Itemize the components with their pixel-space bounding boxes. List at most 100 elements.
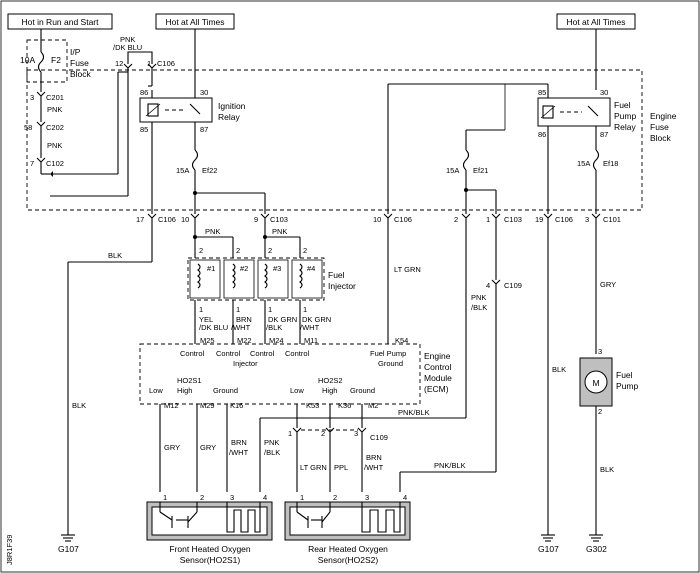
c101-label: C101 [603,215,621,224]
ecm-ho2s2: HO2S2 [318,376,343,385]
c103-label: C103 [270,215,288,224]
ign-relay-pin-30: 30 [200,88,208,97]
c103-pin-2: 2 [454,215,458,224]
wire-brn-wht-s2-1: BRN [366,453,382,462]
wire-dk-grn-blk-1: DK GRN [268,315,297,324]
svg-text:1: 1 [163,493,167,502]
fuse-ef18-name: Ef18 [603,159,618,168]
c109-upper-label: C109 [504,281,522,290]
svg-text:4: 4 [403,493,407,502]
wire-pnk-blk-h1: PNK/BLK [398,408,430,417]
ignition-relay-coil-icon [147,103,159,117]
wire-pnk-1: PNK [47,105,62,114]
svg-text:2: 2 [199,246,203,255]
svg-text:#3: #3 [273,264,281,273]
ecm-pin-m24: M24 [269,336,284,345]
fuse-ef18-icon [592,149,600,171]
ecm-pin-m12: M12 [164,401,179,410]
injector-4-coil-icon [299,263,303,289]
front-sensor-label-1: Front Heated Oxygen [169,544,251,554]
ignition-relay-switch-icon [189,103,201,115]
inj-3-pin: 1 [268,305,272,314]
fuel-pump-label-2: Pump [616,381,638,391]
fuse-f2-rating: 10A [20,55,35,65]
front-sensor-label-2: Sensor(HO2S1) [180,555,241,565]
c106-mid-label: C106 [158,215,176,224]
c103-label-2: C103 [504,215,522,224]
ground-g302-icon [589,534,603,542]
c106-top-label: C106 [157,59,175,68]
engine-fuse-block-outline [26,69,643,211]
svg-text:#1: #1 [207,264,215,273]
ecm-control-2: Control [216,349,241,358]
ecm-injector: Injector [233,359,258,368]
ground-g302-label: G302 [586,544,607,554]
wire-yel-dk-blu-1: YEL [199,315,213,324]
wire-dk-grn-blk-2: /BLK [266,323,282,332]
c109-upper-pin: 4 [486,281,490,290]
injector-2: 2 #2 [223,246,255,299]
ecm-pin-k16: K16 [230,401,243,410]
c106-pin-17: 17 [136,215,144,224]
ecm-outline [139,343,421,405]
wire-blk-2: BLK [72,401,86,410]
fuse-f2-name: F2 [51,55,61,65]
ecm-pin-m22: M22 [237,336,252,345]
ground-g107-right-icon [541,534,555,542]
injector-4: 2 #4 [291,246,323,299]
fuel-pump-label-1: Fuel [616,370,633,380]
wire-brn-wht-s1-2: /WHT [229,448,249,457]
ecm-pin-m2: M2 [368,401,378,410]
ip-fuse-block-outline [26,39,68,83]
svg-text:2: 2 [303,246,307,255]
ecm-fp-ground: Ground [378,359,403,368]
fp-relay-label-3: Relay [614,122,636,132]
c103-pin-9: 9 [254,215,258,224]
fuel-pump-pin-2: 2 [598,407,602,416]
hot-all-times-label-2: Hot at All Times [566,17,625,27]
wire-brn-wht-s2-2: /WHT [364,463,384,472]
hot-all-times-label-1: Hot at All Times [165,17,224,27]
injector-1: 2 #1 [189,246,221,299]
ecm-pin-k36: K36 [338,401,351,410]
rear-sensor-label-2: Sensor(HO2S2) [318,555,379,565]
c109-lower-label: C109 [370,433,388,442]
wire-brn-wht-inj-1: BRN [236,315,252,324]
ignition-relay-label-1: Ignition [218,101,246,111]
wire-lt-grn-s2: LT GRN [300,463,327,472]
wire-yel-dk-blu-2: /DK BLU [199,323,228,332]
ground-g107-left-label: G107 [58,544,79,554]
fp-relay-label-1: Fuel [614,100,631,110]
c109-pin-2: 2 [321,429,325,438]
svg-text:#2: #2 [240,264,248,273]
ignition-relay-label-2: Relay [218,112,240,122]
ecm-ho2s1-low: Low [149,386,163,395]
hot-run-start-box [7,13,113,30]
ecm-ho2s1-ground: Ground [213,386,238,395]
ground-g107-right-label: G107 [538,544,559,554]
svg-text:2: 2 [236,246,240,255]
c106-pin-12: 12 [115,59,123,68]
fuse-ef21-name: Ef21 [473,166,488,175]
front-sensor-element-icon [159,511,198,528]
connector-c102-icon [36,157,46,163]
ecm-pin-k54: K54 [395,336,408,345]
ecm-label-2: Control [424,362,452,372]
ign-relay-pin-86: 86 [140,88,148,97]
rear-sensor-label-1: Rear Heated Oxygen [308,544,388,554]
engine-fuse-block-label-1: Engine [650,111,677,121]
engine-fuse-block-label-2: Fuse [650,122,669,132]
fuel-pump-relay-switch-icon [587,105,599,117]
svg-text:3: 3 [365,493,369,502]
ecm-ho2s2-high: High [322,386,337,395]
wire-pnk-inj-2: PNK [272,227,287,236]
wire-blk-fp: BLK [600,465,614,474]
ecm-label-1: Engine [424,351,451,361]
c103-pin-10: 10 [181,215,189,224]
fp-relay-pin-30: 30 [600,88,608,97]
wire-gry-2: GRY [200,443,216,452]
c103-pin-1: 1 [486,215,490,224]
fuse-ef22-icon [191,149,199,171]
svg-text:#4: #4 [307,264,315,273]
